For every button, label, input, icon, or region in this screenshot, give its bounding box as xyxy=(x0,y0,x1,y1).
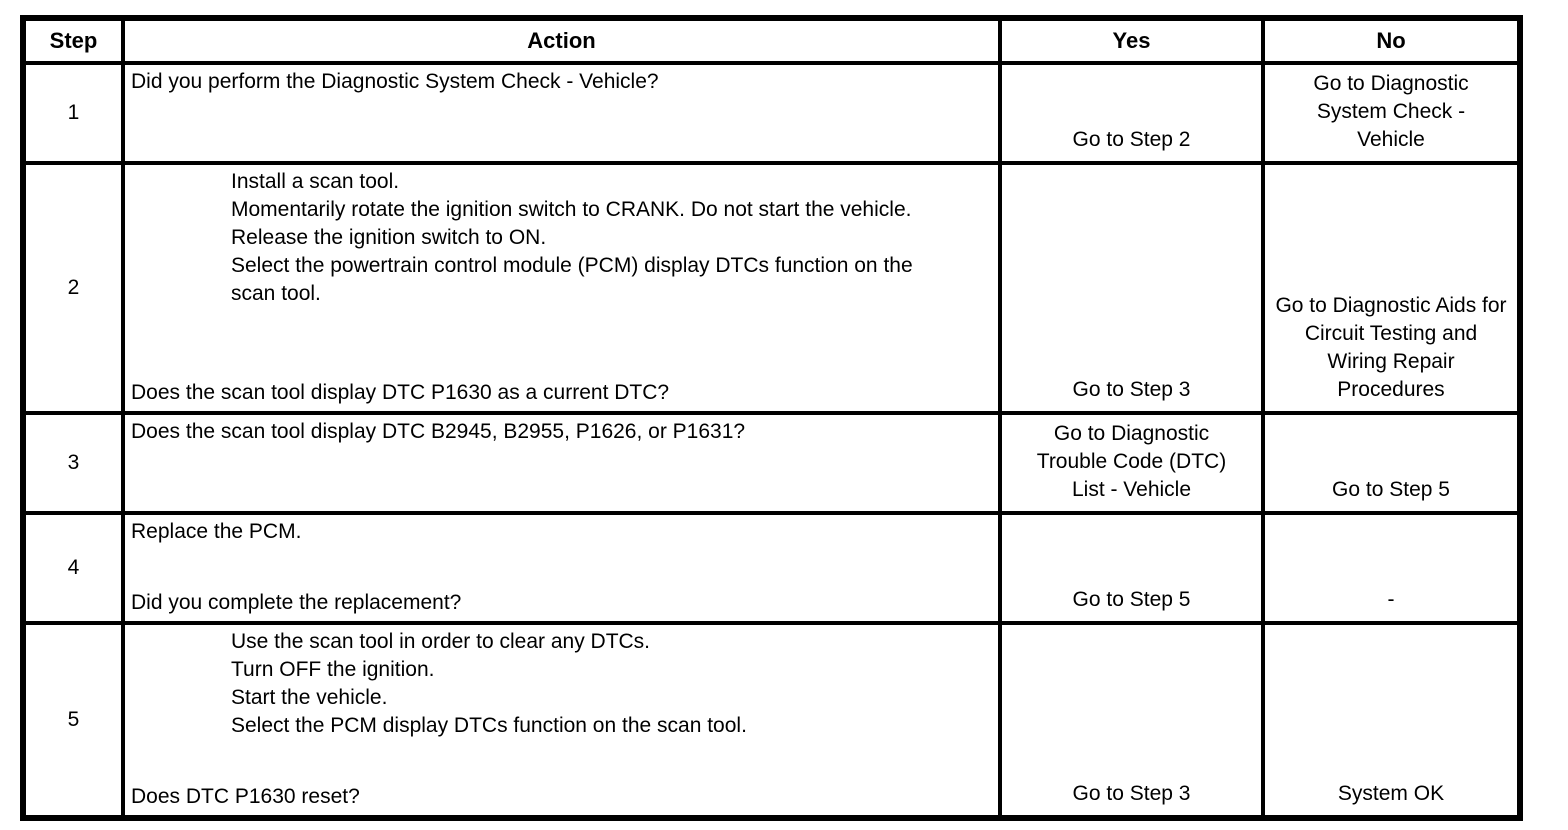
action-question: Did you complete the replacement? xyxy=(131,591,462,614)
step-number: 4 xyxy=(21,511,125,625)
header-no: No xyxy=(1261,16,1522,65)
action-instruction: Start the vehicle. xyxy=(231,686,388,709)
yes-result: Go to Step 5 xyxy=(1072,588,1191,611)
yes-result: Go to Step 2 xyxy=(1072,128,1191,151)
yes-cell: Go to Step 2 xyxy=(998,61,1265,165)
action-cell: Use the scan tool in order to clear any … xyxy=(121,621,1002,820)
action-instruction: Select the PCM display DTCs function on … xyxy=(231,714,747,737)
no-cell: Go to Step 5 xyxy=(1261,411,1522,515)
yes-result: Go to Diagnostic Trouble Code (DTC) List… xyxy=(1036,422,1227,501)
action-question: Does the scan tool display DTC P1630 as … xyxy=(131,381,670,404)
header-action: Action xyxy=(121,16,1002,65)
header-yes: Yes xyxy=(998,16,1265,65)
yes-result: Go to Step 3 xyxy=(1072,378,1191,401)
table-row-step-1: 1 Did you perform the Diagnostic System … xyxy=(21,61,1522,165)
no-cell: System OK xyxy=(1261,621,1522,820)
action-question: Does DTC P1630 reset? xyxy=(131,785,360,808)
header-step: Step xyxy=(21,16,125,65)
table-row-step-3: 3 Does the scan tool display DTC B2945, … xyxy=(21,411,1522,515)
no-result: Go to Diagnostic System Check - Vehicle xyxy=(1313,72,1469,151)
table-row-step-5: 5 Use the scan tool in order to clear an… xyxy=(21,621,1522,820)
action-cell: Did you perform the Diagnostic System Ch… xyxy=(121,61,1002,165)
action-instruction: Use the scan tool in order to clear any … xyxy=(231,630,651,653)
action-cell: Does the scan tool display DTC B2945, B2… xyxy=(121,411,1002,515)
action-instruction: Select the powertrain control module (PC… xyxy=(231,254,913,305)
no-result: System OK xyxy=(1337,782,1445,805)
no-cell: Go to Diagnostic System Check - Vehicle xyxy=(1261,61,1522,165)
action-instruction: Momentarily rotate the ignition switch t… xyxy=(231,198,912,221)
no-cell: Go to Diagnostic Aids for Circuit Testin… xyxy=(1261,161,1522,415)
action-instruction: Replace the PCM. xyxy=(131,520,302,543)
yes-cell: Go to Step 3 xyxy=(998,621,1265,820)
yes-cell: Go to Diagnostic Trouble Code (DTC) List… xyxy=(998,411,1265,515)
step-number: 1 xyxy=(21,61,125,165)
action-cell: Replace the PCM. Did you complete the re… xyxy=(121,511,1002,625)
yes-result: Go to Step 3 xyxy=(1072,782,1191,805)
no-result: - xyxy=(1387,588,1395,611)
action-question: Does the scan tool display DTC B2945, B2… xyxy=(131,420,746,443)
table-row-step-4: 4 Replace the PCM. Did you complete the … xyxy=(21,511,1522,625)
action-instruction: Release the ignition switch to ON. xyxy=(231,226,547,249)
action-instruction-list: Use the scan tool in order to clear any … xyxy=(131,628,992,740)
header-row: Step Action Yes No xyxy=(21,16,1522,65)
diagnostic-steps-table: Step Action Yes No 1 Did you perform the… xyxy=(20,15,1523,821)
no-result: Go to Diagnostic Aids for Circuit Testin… xyxy=(1275,294,1507,401)
step-number: 2 xyxy=(21,161,125,415)
no-result: Go to Step 5 xyxy=(1332,478,1450,501)
step-number: 5 xyxy=(21,621,125,820)
action-instruction-list: Install a scan tool. Momentarily rotate … xyxy=(131,168,992,308)
action-question: Did you perform the Diagnostic System Ch… xyxy=(131,70,659,93)
action-instruction: Install a scan tool. xyxy=(231,170,400,193)
table-row-step-2: 2 Install a scan tool. Momentarily rotat… xyxy=(21,161,1522,415)
step-number: 3 xyxy=(21,411,125,515)
action-cell: Install a scan tool. Momentarily rotate … xyxy=(121,161,1002,415)
yes-cell: Go to Step 3 xyxy=(998,161,1265,415)
yes-cell: Go to Step 5 xyxy=(998,511,1265,625)
action-instruction: Turn OFF the ignition. xyxy=(231,658,435,681)
no-cell: - xyxy=(1261,511,1522,625)
